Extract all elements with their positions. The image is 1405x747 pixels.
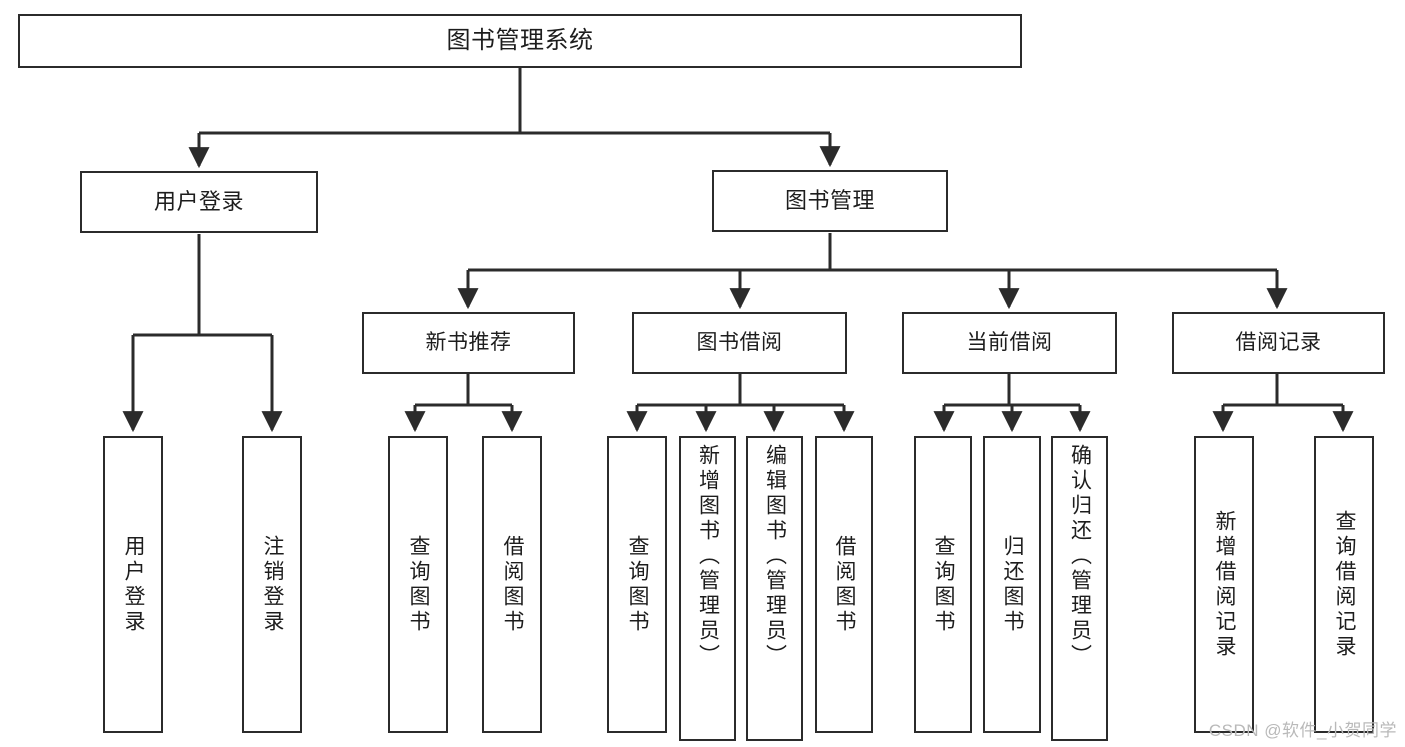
node-book-manage[interactable]: 图书管理	[712, 170, 948, 232]
node-leaf-return-book[interactable]: 归还图书	[983, 436, 1041, 733]
node-leaf-add-book-label: 新增图书（管理员）	[696, 444, 720, 669]
node-new-book-recommend-label: 新书推荐	[425, 330, 512, 354]
node-leaf-edit-book-label: 编辑图书（管理员）	[763, 444, 787, 669]
node-book-borrow[interactable]: 图书借阅	[632, 312, 847, 374]
node-leaf-add-record-label: 新增借阅记录	[1213, 509, 1237, 660]
node-leaf-query-book-3[interactable]: 查询图书	[914, 436, 972, 733]
node-leaf-add-record[interactable]: 新增借阅记录	[1194, 436, 1254, 733]
node-user-login[interactable]: 用户登录	[80, 171, 318, 233]
node-leaf-user-login[interactable]: 用户登录	[103, 436, 163, 733]
node-root[interactable]: 图书管理系统	[18, 14, 1022, 68]
node-leaf-borrow-book-1[interactable]: 借阅图书	[482, 436, 542, 733]
node-leaf-query-book-1-label: 查询图书	[407, 534, 431, 635]
node-leaf-return-book-label: 归还图书	[1001, 534, 1025, 635]
node-book-manage-label: 图书管理	[784, 188, 875, 214]
node-root-label: 图书管理系统	[446, 27, 594, 54]
node-leaf-query-book-2[interactable]: 查询图书	[607, 436, 667, 733]
node-leaf-query-book-1[interactable]: 查询图书	[388, 436, 448, 733]
node-leaf-logout-login-label: 注销登录	[261, 534, 285, 635]
node-leaf-user-login-label: 用户登录	[122, 534, 146, 635]
watermark-text: CSDN @软件_小贺同学	[1208, 721, 1397, 740]
node-leaf-add-book[interactable]: 新增图书（管理员）	[679, 436, 736, 741]
node-leaf-borrow-book-2[interactable]: 借阅图书	[815, 436, 873, 733]
node-leaf-query-book-2-label: 查询图书	[626, 534, 650, 635]
node-leaf-edit-book[interactable]: 编辑图书（管理员）	[746, 436, 803, 741]
node-borrow-record[interactable]: 借阅记录	[1172, 312, 1385, 374]
node-current-borrow-label: 当前借阅	[966, 330, 1053, 354]
node-user-login-label: 用户登录	[153, 189, 244, 215]
node-leaf-logout-login[interactable]: 注销登录	[242, 436, 302, 733]
node-leaf-borrow-book-2-label: 借阅图书	[833, 534, 857, 635]
node-leaf-query-record-label: 查询借阅记录	[1333, 509, 1357, 660]
node-leaf-query-record[interactable]: 查询借阅记录	[1314, 436, 1374, 733]
node-leaf-borrow-book-1-label: 借阅图书	[501, 534, 525, 635]
node-leaf-confirm-return-label: 确认归还（管理员）	[1068, 444, 1092, 669]
node-borrow-record-label: 借阅记录	[1235, 330, 1322, 354]
node-book-borrow-label: 图书借阅	[696, 330, 783, 354]
node-leaf-query-book-3-label: 查询图书	[932, 534, 956, 635]
node-current-borrow[interactable]: 当前借阅	[902, 312, 1117, 374]
node-new-book-recommend[interactable]: 新书推荐	[362, 312, 575, 374]
node-leaf-confirm-return[interactable]: 确认归还（管理员）	[1051, 436, 1108, 741]
